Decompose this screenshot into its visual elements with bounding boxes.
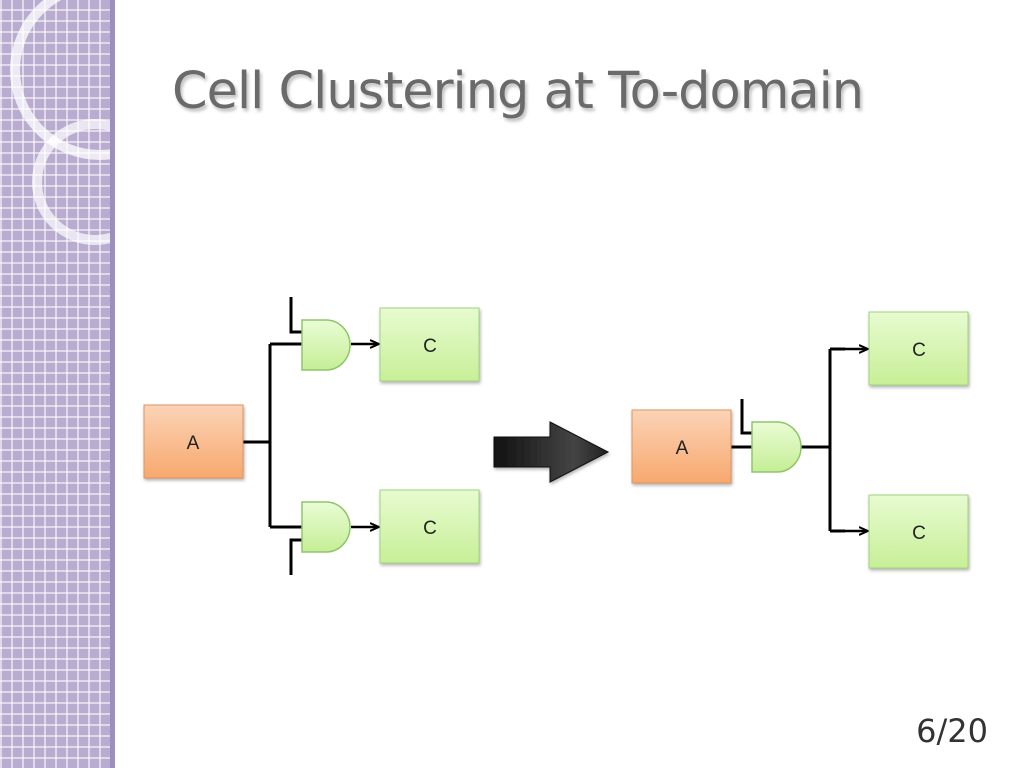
after-wires bbox=[731, 347, 845, 533]
before-circuit: A C C bbox=[143, 297, 480, 575]
before-box-c-bottom: C bbox=[379, 489, 480, 564]
after-box-a: A bbox=[631, 409, 732, 484]
before-box-c-top: C bbox=[379, 307, 480, 382]
after-circuit: A C C bbox=[631, 311, 969, 569]
after-and-gate bbox=[751, 421, 802, 473]
sidebar-edge bbox=[110, 0, 115, 768]
before-box-c-bottom-label: C bbox=[423, 518, 437, 539]
ring-decoration bbox=[10, 0, 115, 245]
after-box-c-top-label: C bbox=[912, 340, 926, 361]
before-wires bbox=[243, 297, 303, 575]
after-box-c-bottom: C bbox=[868, 494, 969, 569]
page-number: 6/20 bbox=[916, 712, 988, 750]
before-and-gate-top bbox=[301, 319, 351, 371]
before-box-c-top-label: C bbox=[423, 336, 437, 357]
after-box-c-bottom-label: C bbox=[912, 523, 926, 544]
before-and-gate-bottom bbox=[301, 501, 351, 553]
before-box-a-label: A bbox=[187, 433, 200, 454]
after-box-c-top: C bbox=[868, 311, 969, 386]
after-box-a-label: A bbox=[676, 438, 689, 459]
sidebar-decoration bbox=[0, 0, 115, 768]
slide-title: Cell Clustering at To-domain bbox=[172, 62, 864, 121]
before-box-a: A bbox=[143, 404, 244, 479]
transform-arrow-icon bbox=[493, 421, 610, 483]
